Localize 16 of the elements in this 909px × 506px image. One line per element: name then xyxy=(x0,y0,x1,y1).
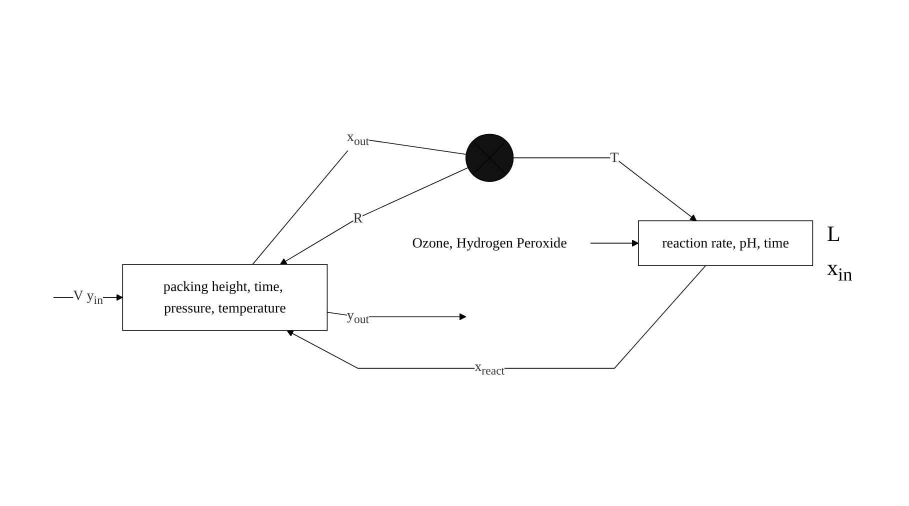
stream-label: L xyxy=(827,220,842,247)
edge-label: V y$_{in}$ xyxy=(73,287,103,307)
edge-label: R xyxy=(353,209,363,226)
arrow xyxy=(512,157,697,221)
node-text: Ozone, Hydrogen Peroxide xyxy=(412,234,567,250)
connector xyxy=(252,138,467,264)
edge-label: x$_{out}$ xyxy=(346,128,370,148)
node-box: packing height, time, pressure, temperature xyxy=(122,264,328,330)
node-box: reaction rate, pH, time xyxy=(638,220,814,266)
arrow xyxy=(286,264,706,368)
edge-label: y$_{out}$ xyxy=(346,306,370,326)
stream-label: x$_{in}$ xyxy=(827,254,854,286)
arrow xyxy=(590,239,639,246)
edge-label: x$_{react}$ xyxy=(474,358,505,378)
edge-label: T xyxy=(610,149,619,165)
arrow xyxy=(280,166,469,264)
